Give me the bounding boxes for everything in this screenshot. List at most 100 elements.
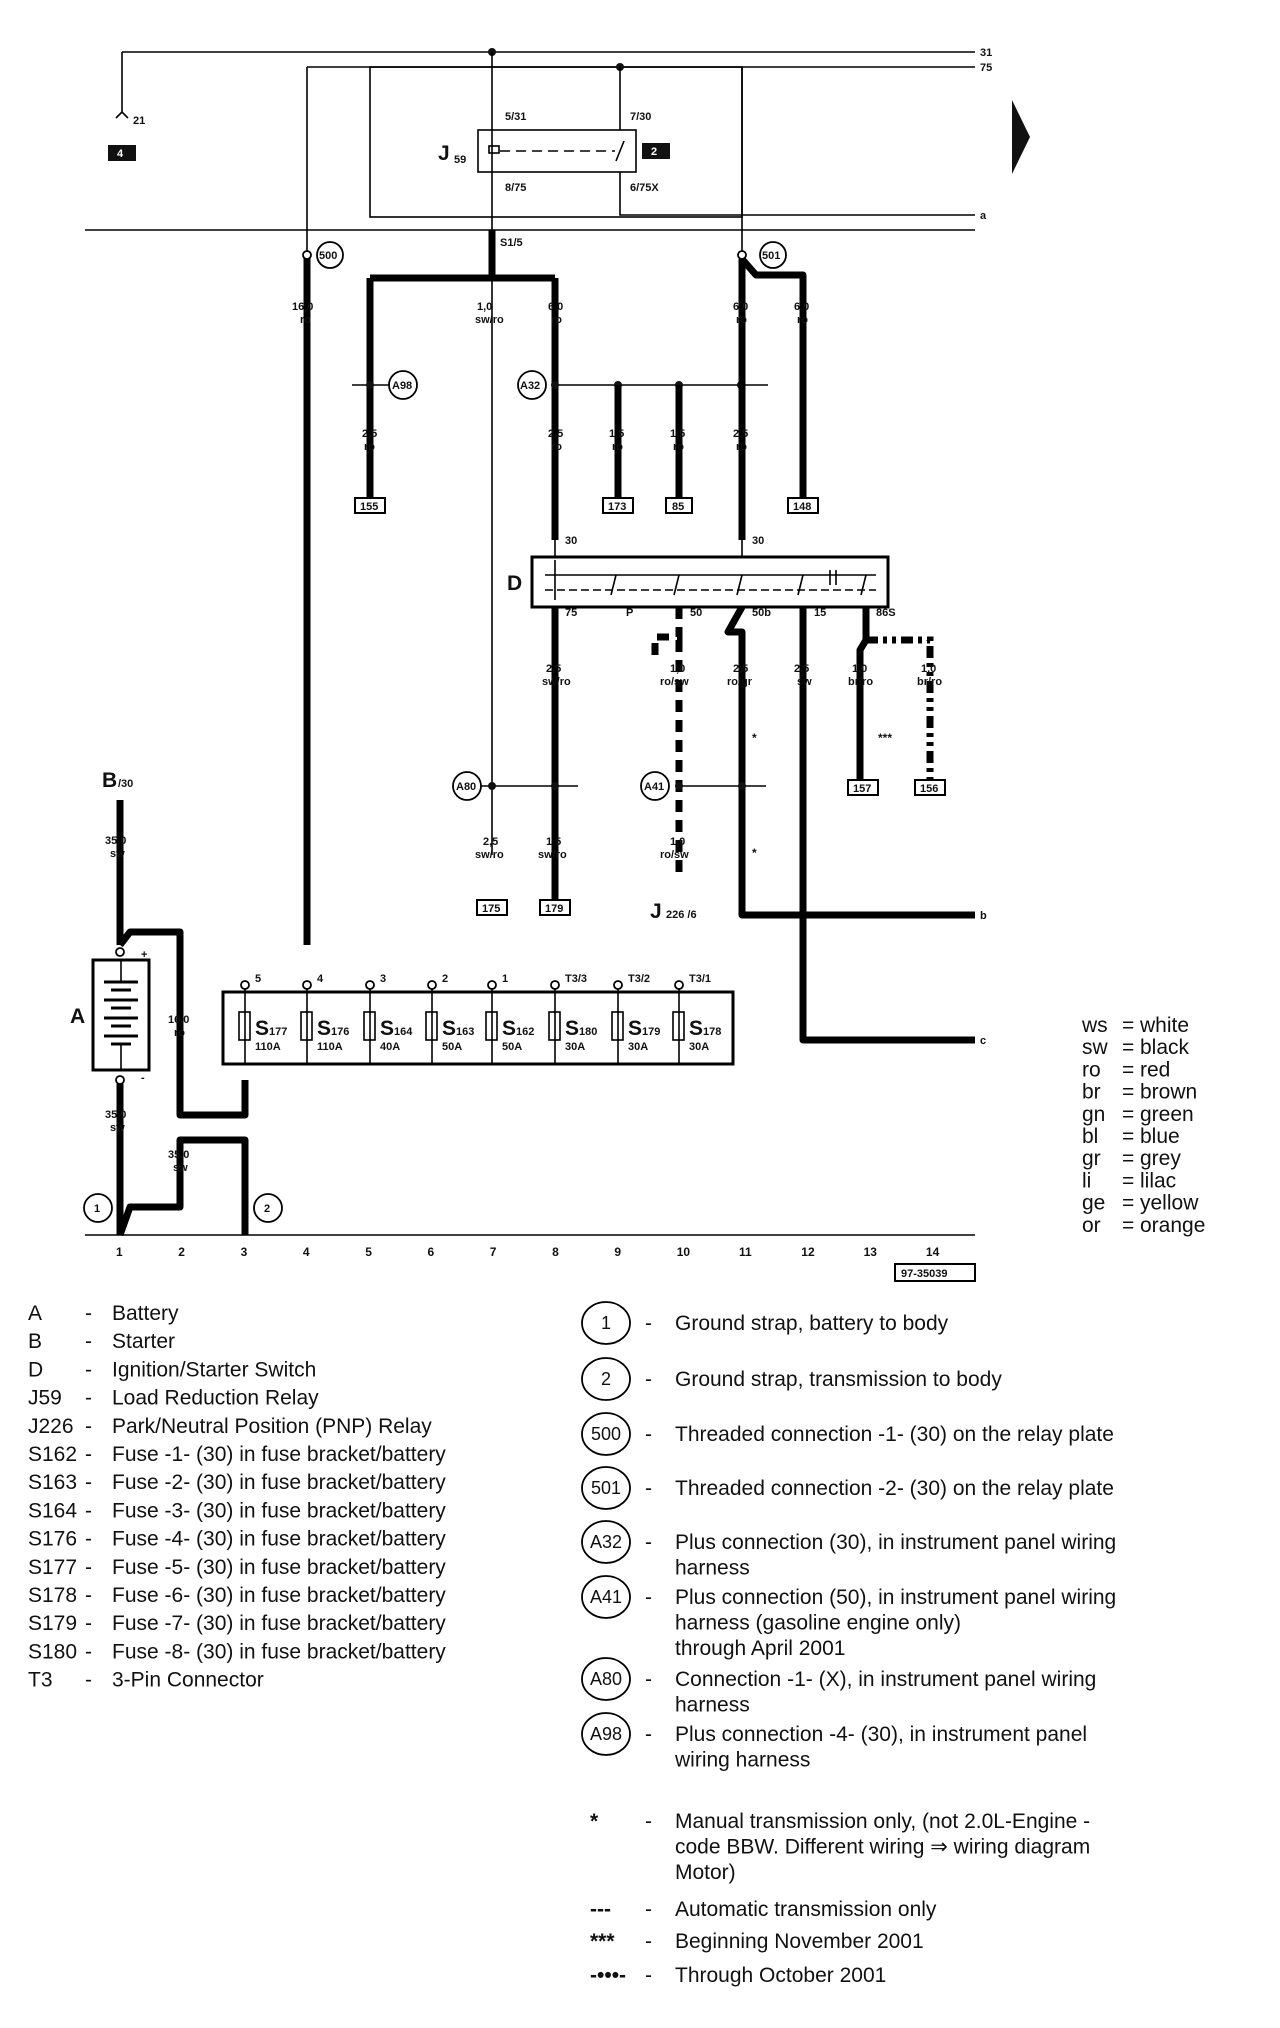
color-code: gr (1082, 1147, 1101, 1170)
switch-pin-30b: 30 (752, 535, 764, 547)
starter-label: B (102, 769, 117, 792)
legend-desc: Ignition/Starter Switch (112, 1358, 316, 1381)
legend-code: B (28, 1330, 42, 1353)
ref-box-179-label: 179 (545, 903, 563, 915)
fuse-terminal-label: 3 (380, 973, 386, 985)
grid-number: 11 (739, 1245, 752, 1259)
legend-desc: Fuse -6- (30) in fuse bracket/battery (112, 1584, 446, 1607)
color-name: white (1139, 1014, 1189, 1037)
ignition-switch-d (530, 555, 890, 609)
ref-21-label: 21 (133, 115, 145, 127)
grid-number: 5 (365, 1245, 372, 1259)
ref-box-173-label: 173 (608, 501, 626, 513)
wire-157 (856, 607, 870, 780)
color-code: sw (1082, 1036, 1109, 1059)
ref-box-156 (914, 779, 946, 796)
legend-dash: - (85, 1612, 92, 1635)
relay-pin-675x: 6/75X (630, 182, 659, 194)
wire-675x-to-a (619, 172, 975, 216)
legend-symbol-label: 500 (591, 1424, 621, 1444)
color-name: brown (1140, 1081, 1197, 1104)
relay-sub: 59 (454, 154, 466, 166)
ref-box-85-label: 85 (672, 501, 684, 513)
legend-desc-line: Threaded connection -1- (30) on the rela… (675, 1423, 1114, 1446)
switch-pin-50: 50 (690, 607, 702, 619)
fuse-terminal (302, 980, 312, 990)
ref-2-label: 2 (651, 146, 657, 158)
switch-pin-86s: 86S (876, 607, 896, 619)
color-eq: = (1122, 1147, 1134, 1170)
fuse-terminal-label: 1 (502, 973, 508, 985)
relay-pin-875: 8/75 (505, 182, 526, 194)
color-code: or (1082, 1214, 1101, 1237)
note-line: Automatic transmission only (675, 1898, 937, 1921)
color-eq: = (1122, 1214, 1134, 1237)
figure-id-box (894, 1263, 976, 1282)
wgnd2-color: sw (173, 1162, 188, 1174)
w15-gauge: 2,5 (794, 663, 809, 675)
note-line: Through October 2001 (675, 1964, 886, 1987)
legend-desc-line: harness (675, 1694, 750, 1717)
color-name: black (1140, 1036, 1190, 1059)
fuse-number: 179 (642, 1026, 660, 1038)
note-line: Motor) (675, 1861, 736, 1884)
fuse-name: S (380, 1017, 394, 1040)
ref-box-156-label: 156 (920, 783, 938, 795)
grid-number: 9 (614, 1245, 621, 1259)
relay-coil (488, 145, 500, 154)
note-symbol: *** (590, 1930, 615, 1953)
circle-a41 (640, 771, 670, 801)
wbat-color: sw (110, 848, 125, 860)
w60c-gauge: 6,0 (794, 301, 809, 313)
w85-color: ro (673, 441, 684, 453)
w155-color: ro (364, 441, 375, 453)
w173-color: ro (612, 441, 623, 453)
wgnd-gauge: 35,0 (105, 1109, 126, 1121)
legend-desc-line: Plus connection -4- (30), in instrument … (675, 1723, 1087, 1746)
ref-box-155-label: 155 (360, 501, 378, 513)
w50-color: ro/sw (660, 676, 689, 688)
color-eq: = (1122, 1103, 1134, 1126)
legend-dash: - (85, 1640, 92, 1663)
switch-inputs (554, 540, 743, 557)
circle-a80 (452, 771, 482, 801)
legend-dash: - (85, 1387, 92, 1410)
legend-desc: Fuse -2- (30) in fuse bracket/battery (112, 1471, 446, 1494)
fuse-number: 180 (579, 1026, 597, 1038)
switch-pin-30a: 30 (565, 535, 577, 547)
color-eq: = (1122, 1058, 1134, 1081)
relay-contact (615, 140, 625, 162)
rail-b-label: b (980, 910, 987, 922)
fuse-terminal (427, 980, 437, 990)
ref-box-157 (847, 779, 879, 796)
legend-desc-line: through April 2001 (675, 1637, 845, 1660)
a41-node-2 (738, 782, 746, 790)
fuse-name: S (689, 1017, 703, 1040)
legend-symbol-label: A32 (590, 1532, 622, 1552)
legend-dash: - (85, 1443, 92, 1466)
fuse-rating: 30A (689, 1041, 709, 1053)
legend-code: S180 (28, 1640, 77, 1663)
j226-sub: 226 /6 (666, 909, 697, 921)
fuse-terminal-label: 5 (255, 973, 261, 985)
w60b-color: ro (736, 314, 747, 326)
ref-box-175 (476, 899, 508, 916)
legend-desc: Battery (112, 1302, 179, 1325)
legend-dash: - (645, 1930, 652, 1953)
fuse-terminal-label: T3/1 (689, 973, 711, 985)
wgnd-color: sw (110, 1122, 125, 1134)
legend-desc: Fuse -4- (30) in fuse bracket/battery (112, 1528, 446, 1551)
legend-dash: - (85, 1499, 92, 1522)
legend-dash: - (645, 1477, 652, 1500)
battery-minus-terminal (115, 1075, 125, 1085)
w30a-color: ro (551, 441, 562, 453)
ground-strap-2 (253, 1193, 283, 1223)
notes-legend: *-Manual transmission only, (not 2.0L-En… (590, 1810, 1090, 1987)
legend-dash: - (645, 1723, 652, 1746)
fuse-terminal-label: 2 (442, 973, 448, 985)
legend-code: S178 (28, 1584, 77, 1607)
grid-number: 4 (303, 1245, 310, 1259)
w60a-gauge: 6,0 (548, 301, 563, 313)
w156-gauge: 1,0 (921, 663, 936, 675)
